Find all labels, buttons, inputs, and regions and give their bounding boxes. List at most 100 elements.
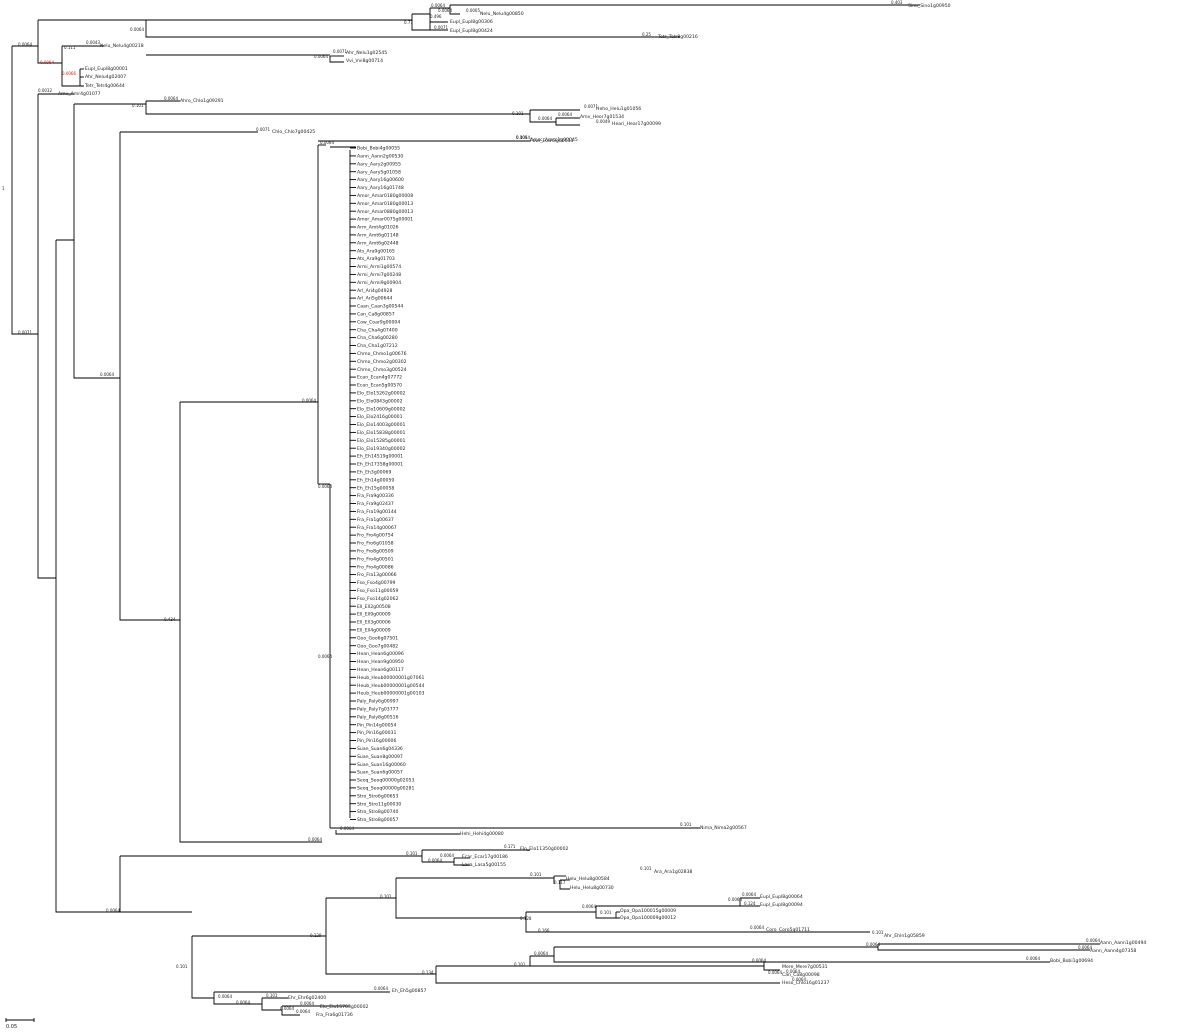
branch-length-label: 0.25 (642, 32, 651, 37)
branch-length-label: 0.0064 (300, 1001, 314, 1006)
node-support-label: 0.0071 (333, 49, 347, 54)
tip-label: Aann_Aann4g07358 (1090, 948, 1136, 954)
branch-length-label: 0.403 (891, 0, 903, 5)
branch-length-label: 0.0064 (786, 969, 800, 974)
tip-label: Elo_Elo0843g00002 (357, 398, 403, 404)
tip-label: Eh_Eh3g00069 (357, 470, 391, 476)
tip-label: Cha_Cha1g07212 (357, 343, 398, 349)
tip-label: Ecan_Ecan4g07772 (357, 375, 402, 381)
tip-label: Arl_Ari5g00644 (357, 296, 392, 302)
tip-label: Armi_Armi7g00248 (357, 272, 401, 278)
tip-label: Elo_Elo10609g00002 (357, 406, 405, 412)
tip-label: Aann_Aann2g00530 (357, 154, 403, 160)
tip-label: Lasa_Lasa5g00155 (462, 862, 506, 868)
tip-label: Fro_Fro4g00086 (357, 564, 394, 570)
tip-label: Nelu_Nelu4g00850 (480, 11, 524, 17)
tip-label: Helu_Helu8g00730 (570, 885, 614, 891)
node-support-label: 0.0064 (582, 904, 596, 909)
tip-label: Hean_Hean9g00950 (357, 659, 404, 665)
tip-label: Suan_Suan16g00060 (357, 762, 406, 768)
tip-label: Heho_Helu1g01056 (596, 106, 641, 112)
tip-label: Elo_Elo2416g00001 (357, 414, 403, 420)
node-support-label: 0.0064 (728, 897, 742, 902)
tip-label: Amor_Amar0180g00013 (357, 201, 413, 207)
node-support-label: 0.101 (512, 111, 524, 116)
branch-length-label: 0.101 (872, 930, 884, 935)
branch-length-label: 0.101 (640, 866, 652, 871)
tip-label: Eupl_Eupl8g00064 (760, 894, 803, 900)
node-support-label: 0.166 (538, 928, 550, 933)
tip-label: Aann_Aann1g00494 (1100, 940, 1146, 946)
tip-label: Coro_Coro5g01711 (766, 927, 810, 933)
tip-label: Fra_Fra6g01736 (316, 1012, 353, 1018)
tip-label: Amsc_Amsc1g00045 (530, 137, 578, 143)
tip-label: Fra_Fra9g02437 (357, 501, 394, 507)
tip-label: Chmo_Chmo3g00524 (357, 367, 407, 373)
tip-label: Aary_Aary16g01748 (357, 185, 404, 191)
tip-label: Suan_Suan6g00057 (357, 770, 403, 776)
tip-label: Fra_Fra9g00336 (357, 493, 394, 499)
tip-label: Arm_Amt6g02448 (357, 240, 399, 246)
tip-label: Pin_Pin14g00054 (357, 722, 396, 728)
branch-length-label: 0.0064 (516, 135, 530, 140)
tip-label: Chlo_Chlo7g00425 (272, 129, 315, 135)
branch-length-label: 0.0064 (752, 958, 766, 963)
node-support-label: 0.0064 (431, 3, 445, 8)
tip-label: Caan_Caan3g00544 (357, 304, 403, 310)
node-support-label: 0.0064 (438, 8, 452, 13)
tip-label: Ecar_Ecar17g00186 (462, 854, 508, 860)
tip-label: Ell_Ell2g00508 (357, 604, 391, 610)
tip-label: Eh_Eh5g00857 (392, 988, 426, 994)
tip-label: Paly_Paly6g00997 (357, 699, 399, 705)
node-support-label: 0.0064 (302, 398, 316, 403)
clade-a (61, 4, 920, 87)
node-support-label: 0.101 (380, 894, 392, 899)
tip-label: Helu_Helu8g00584 (566, 876, 610, 882)
tip-label: Nelu_Nelu4g00218 (100, 43, 144, 49)
node-support-label: 0.111 (64, 45, 76, 50)
tip-label: Ell_Ell9g00009 (357, 612, 391, 618)
node-support-label: 0.0064 (236, 1000, 250, 1005)
node-support-label: 0.124 (744, 901, 756, 906)
branch-length-label: 0.0064 (1086, 938, 1100, 943)
node-support-label: 0.101 (176, 964, 188, 969)
scale-bar-ticks (5, 1018, 35, 1022)
tip-label: Elo_Elo19340g00002 (357, 446, 405, 452)
tip-label: Amor_Amar0880g00013 (357, 209, 413, 215)
tip-label: Ahro_Chlo1g09291 (180, 98, 224, 104)
tip-label: Ahr_Nelu4g02007 (85, 74, 126, 80)
node-support-label: 0.0064 (106, 908, 120, 913)
tip-label: Elo_Elo15262g00002 (357, 391, 405, 397)
tip-label: Cha_Cha6g00280 (357, 335, 398, 341)
tip-label: Fra_Fra19g00144 (357, 509, 397, 515)
branch-length-label: 0.0064 (374, 986, 388, 991)
tip-label: Arl_Ari4g04928 (357, 288, 392, 294)
tip-label: Armi_Armi1g00574 (357, 264, 401, 270)
tip-label: Vvi_Vvi8g00714 (346, 58, 383, 64)
branch-length-label: 0.0071 (256, 127, 270, 132)
tip-label: Ahr_Ehln1g05859 (884, 933, 925, 939)
node-support-label: 0.0064 (866, 942, 880, 947)
tip-label: Can_Ca8g00857 (357, 312, 395, 318)
node-support-label: 0.0064 (18, 42, 32, 47)
tip-label: Stro_Stro8g00740 (357, 809, 398, 815)
tip-label: Cow_Coar9g00004 (357, 319, 400, 325)
node-support-label: 0.0064 (534, 951, 548, 956)
tip-label: Elo_Elo15763g00002 (320, 1004, 368, 1010)
node-support-label: 0.101 (406, 851, 418, 856)
tip-label: Eh_Eh14519g00001 (357, 454, 403, 460)
tip-label: Stro_Stro8g00057 (357, 817, 398, 823)
tip-label: Hean_Hean6g00096 (357, 651, 404, 657)
node-support-label: 0.0064 (318, 484, 332, 489)
branch-length-label: 0.0064 (308, 837, 322, 842)
branch-length-label: 0.0049 (596, 119, 610, 124)
clade-c (179, 140, 700, 843)
scale-bar-label: 0.05 (6, 1024, 17, 1030)
tip-label: Heso_Chlo16g01237 (782, 980, 829, 986)
node-support-label: 0.0064 (218, 994, 232, 999)
branch-length-label: 0.0064 (314, 54, 328, 59)
tip-label: Fro_Fra13g00066 (357, 572, 397, 578)
backbone-branches (11, 19, 146, 913)
tip-label: Chmo_Chmo2g00302 (357, 359, 407, 365)
